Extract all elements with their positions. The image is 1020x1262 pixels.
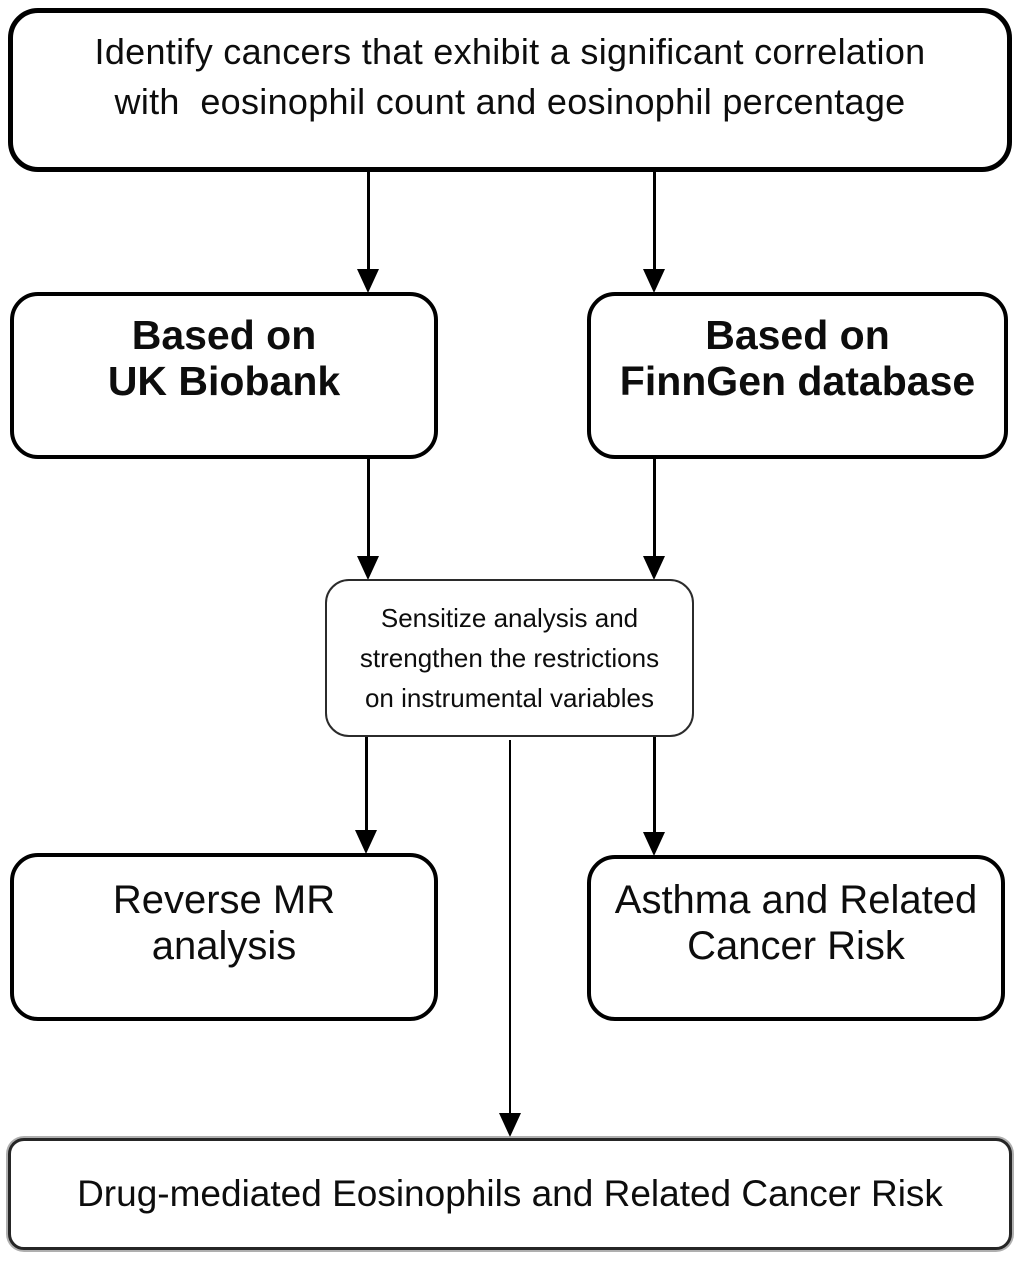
node-text-line: strengthen the restrictions	[359, 643, 660, 673]
node-drug-mediated-cancer-risk: Drug-mediated Eosinophils and Related Ca…	[8, 1138, 1012, 1250]
node-text-line: analysis	[151, 924, 297, 968]
node-based-on-finngen: Based on FinnGen database	[587, 292, 1008, 459]
node-text-line: Sensitize analysis and	[380, 603, 639, 633]
arrow-uk-biobank-to-sensitize	[356, 459, 380, 580]
node-text-line: Reverse MR	[112, 878, 336, 922]
node-text-line: Drug-mediated Eosinophils and Related Ca…	[77, 1173, 943, 1214]
node-text-line: Cancer Risk	[687, 924, 905, 968]
node-text-line: Identify cancers that exhibit a signific…	[94, 31, 926, 72]
node-asthma-related-cancer-risk: Asthma and Related Cancer Risk	[587, 855, 1005, 1021]
node-text-line: with eosinophil count and eosinophil per…	[114, 81, 906, 122]
arrow-identify-to-uk-biobank	[356, 172, 380, 293]
node-text-line: FinnGen database	[619, 358, 976, 404]
node-sensitize-analysis: Sensitize analysis and strengthen the re…	[325, 579, 694, 737]
arrowhead-icon	[357, 269, 379, 293]
arrow-shaft	[652, 737, 656, 832]
node-reverse-mr-analysis: Reverse MR analysis	[10, 853, 438, 1021]
arrow-finngen-to-sensitize	[642, 459, 666, 580]
arrow-shaft	[509, 740, 511, 1113]
arrowhead-icon	[643, 556, 665, 580]
node-identify-cancers: Identify cancers that exhibit a signific…	[8, 8, 1012, 172]
node-text-line: Asthma and Related	[614, 878, 978, 922]
arrowhead-icon	[355, 830, 377, 854]
arrowhead-icon	[643, 269, 665, 293]
node-based-on-uk-biobank: Based on UK Biobank	[10, 292, 438, 459]
node-text-line: Based on	[131, 312, 317, 358]
node-text-line: on instrumental variables	[364, 683, 655, 713]
arrow-shaft	[652, 172, 656, 269]
arrow-sensitize-to-asthma	[642, 737, 666, 856]
arrow-shaft	[652, 459, 656, 556]
arrow-identify-to-finngen	[642, 172, 666, 293]
arrow-shaft	[366, 172, 370, 269]
arrowhead-icon	[643, 832, 665, 856]
node-text-line: Based on	[705, 312, 890, 358]
arrow-shaft	[364, 737, 368, 830]
arrow-sensitize-to-drug-mediated	[498, 740, 522, 1137]
arrow-shaft	[366, 459, 370, 556]
arrow-sensitize-to-reverse-mr	[354, 737, 378, 854]
node-text-line: UK Biobank	[107, 358, 341, 404]
arrowhead-icon	[499, 1113, 521, 1137]
arrowhead-icon	[357, 556, 379, 580]
